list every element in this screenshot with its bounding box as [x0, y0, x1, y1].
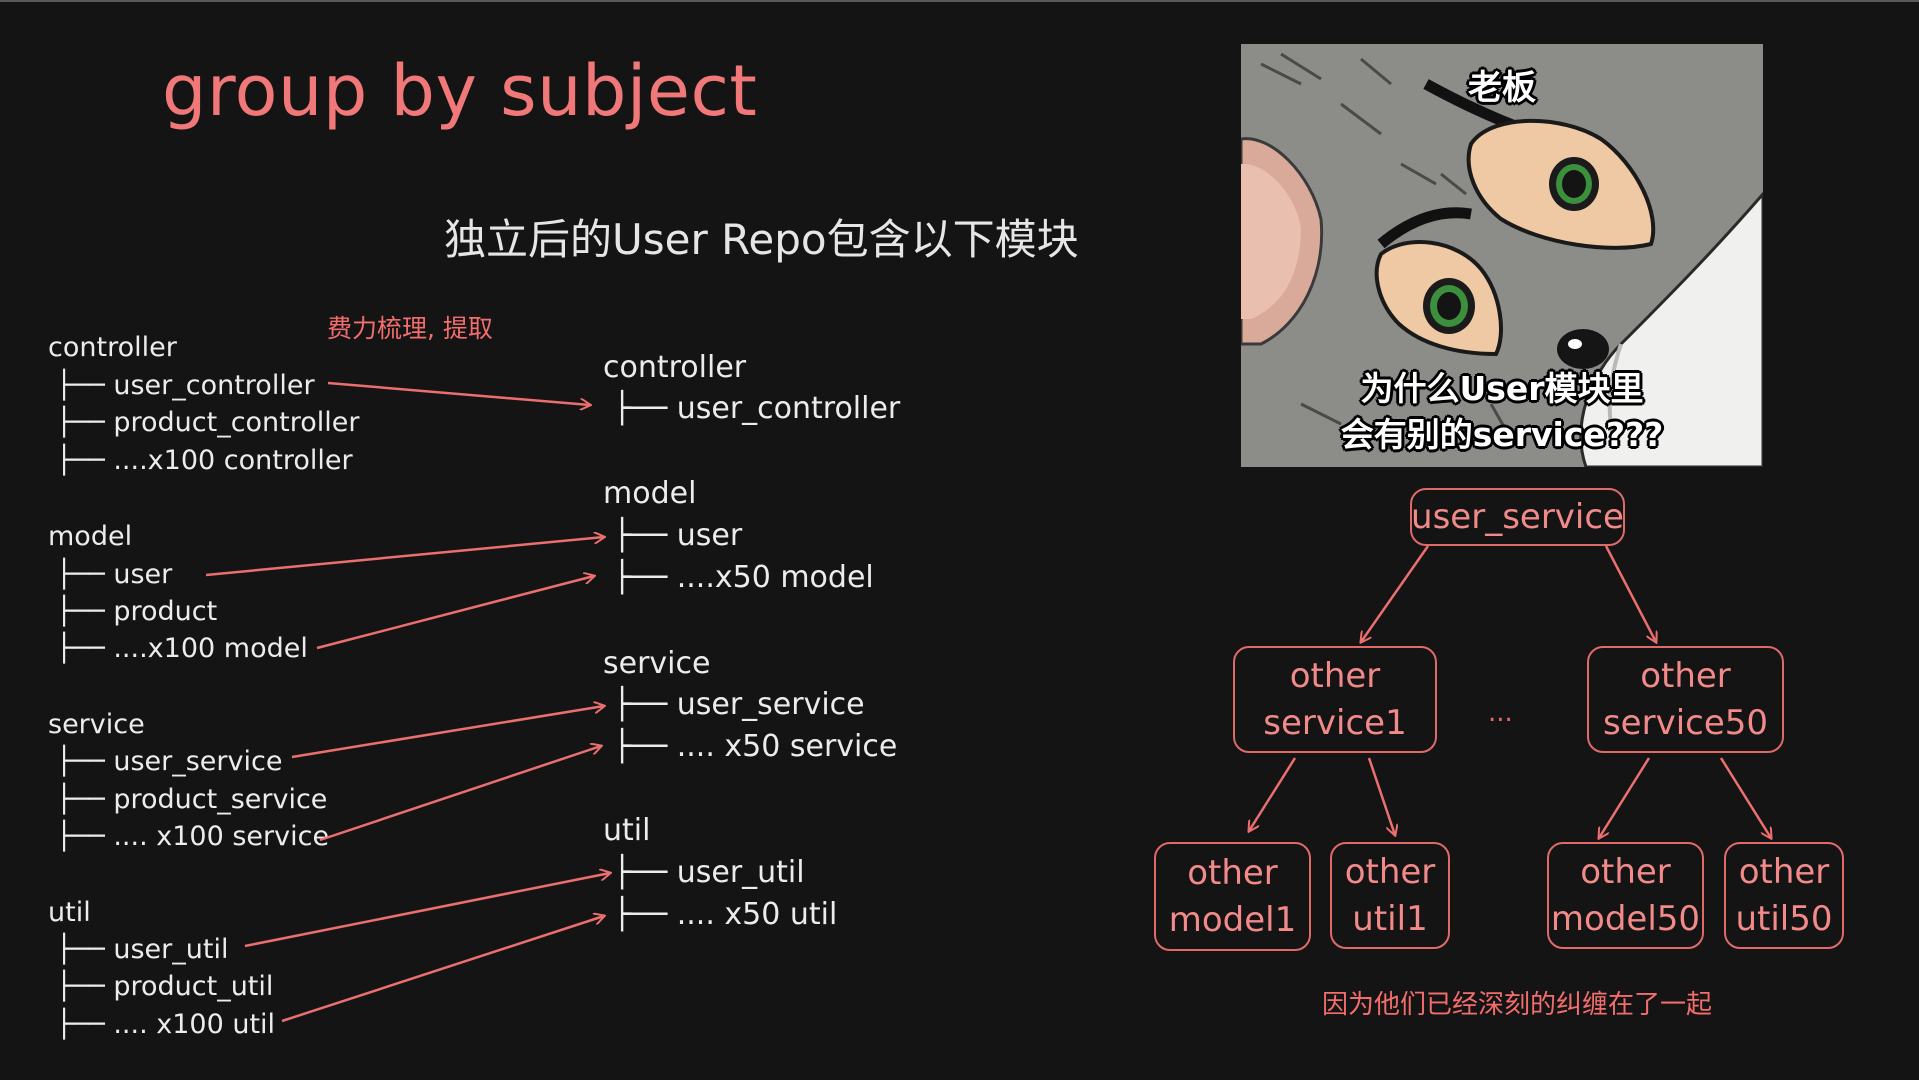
edge-service50-util50	[1719, 757, 1771, 838]
meme-bottom-caption-line2: 会有别的service???	[1340, 415, 1664, 454]
source-model-label: model	[48, 521, 133, 552]
source-model-item: ├── ....x100 model	[56, 633, 308, 664]
edge-service50-model50	[1599, 757, 1651, 838]
node-label-line2: model1	[1168, 899, 1297, 940]
meme-artwork	[1241, 44, 1763, 467]
source-service-item: ├── user_service	[56, 746, 283, 777]
arrow-user-service	[291, 706, 604, 759]
target-model-item: ├── user	[613, 518, 743, 553]
node-label-line1: other	[1289, 655, 1381, 696]
arrow-x100-model	[316, 576, 594, 650]
ellipsis: ...	[1488, 698, 1513, 728]
edge-service1-model1	[1249, 757, 1297, 831]
edge-root-service50	[1604, 545, 1656, 642]
source-model-item: ├── user	[56, 559, 173, 590]
source-util-label: util	[48, 897, 91, 928]
node-label-line2: util50	[1735, 898, 1833, 939]
node-label-line1: other	[1187, 852, 1278, 893]
entangled-note: 因为他们已经深刻的纠缠在了一起	[1322, 990, 1713, 1020]
node-other-model50: other model50	[1547, 842, 1704, 949]
node-other-service1: other service1	[1233, 646, 1437, 753]
arrow-x100-util	[281, 916, 604, 1023]
slide-subtitle: 独立后的User Repo包含以下模块	[444, 215, 1079, 264]
effort-note: 费力梳理, 提取	[327, 314, 493, 343]
target-service-item: ├── .... x50 service	[613, 729, 898, 764]
source-controller-item: ├── user_controller	[56, 370, 315, 401]
source-util-item: ├── .... x100 util	[56, 1009, 276, 1040]
target-controller-item: ├── user_controller	[613, 391, 901, 426]
meme-top-caption: 老板	[1468, 68, 1536, 108]
arrow-user-model	[205, 537, 604, 577]
arrow-x100-service	[319, 746, 601, 842]
node-other-model1: other model1	[1154, 842, 1311, 951]
source-controller-item: ├── ....x100 controller	[56, 445, 353, 476]
arrow-user-util	[244, 873, 610, 948]
node-other-util50: other util50	[1724, 842, 1844, 949]
source-controller-item: ├── product_controller	[56, 407, 360, 438]
node-label-line1: other	[1738, 851, 1830, 892]
slide-title: group by subject	[162, 50, 758, 132]
meme-image: 老板 为什么User模块里 会有别的service???	[1241, 44, 1763, 467]
source-util-item: ├── product_util	[56, 971, 274, 1002]
source-service-item: ├── product_service	[56, 784, 328, 815]
source-service-item: ├── .... x100 service	[56, 821, 330, 852]
node-label-line1: other	[1344, 851, 1436, 892]
node-label-line2: service1	[1263, 702, 1407, 743]
node-label-line2: model50	[1550, 898, 1701, 939]
target-model-label: model	[603, 476, 697, 511]
source-model-item: ├── product	[56, 596, 218, 627]
target-util-label: util	[603, 813, 651, 848]
node-other-service50: other service50	[1587, 646, 1784, 753]
source-service-label: service	[48, 709, 145, 740]
target-service-item: ├── user_service	[613, 687, 865, 722]
meme-bottom-caption-line1: 为什么User模块里	[1360, 369, 1644, 408]
target-model-item: ├── ....x50 model	[613, 560, 874, 595]
target-service-label: service	[603, 646, 711, 681]
node-label-line2: util1	[1352, 898, 1428, 939]
top-border-line	[0, 0, 1919, 2]
arrow-user-controller	[327, 381, 590, 405]
node-user-service: user_service	[1410, 488, 1625, 546]
source-controller-label: controller	[48, 332, 177, 363]
node-label-line1: other	[1640, 655, 1731, 696]
node-label: user_service	[1411, 496, 1624, 537]
source-util-item: ├── user_util	[56, 934, 229, 965]
target-util-item: ├── user_util	[613, 855, 805, 890]
target-controller-label: controller	[603, 350, 747, 385]
target-util-item: ├── .... x50 util	[613, 897, 838, 932]
edge-service1-util1	[1367, 757, 1395, 835]
node-label-line2: service50	[1602, 702, 1769, 743]
edge-root-service1	[1361, 545, 1430, 642]
node-other-util1: other util1	[1330, 842, 1450, 949]
node-label-line1: other	[1580, 851, 1671, 892]
